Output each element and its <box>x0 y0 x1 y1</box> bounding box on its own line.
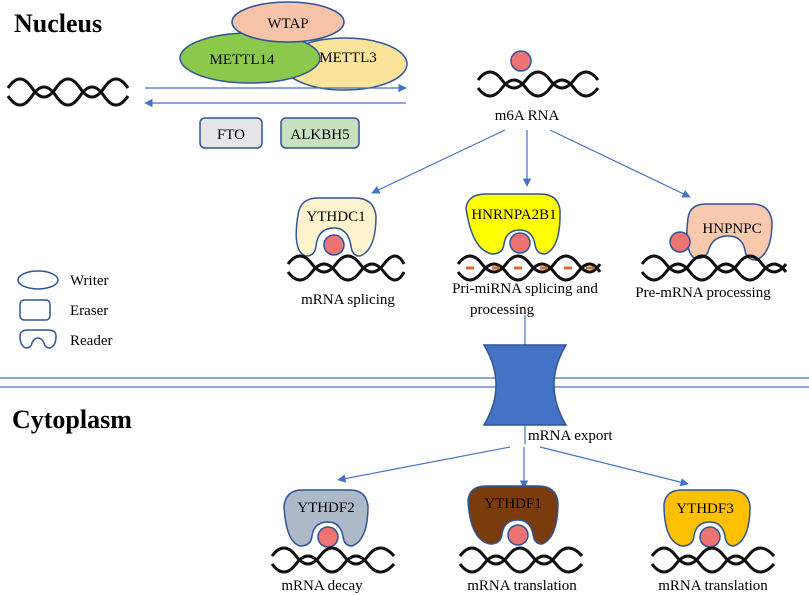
m6a-rna-label: m6A RNA <box>495 108 560 124</box>
ythdf1-function: mRNA translation <box>467 578 577 594</box>
hnrnpa2b1-function-line2: processing <box>470 302 535 318</box>
legend-writer-label: Writer <box>70 273 109 289</box>
legend-eraser-label: Eraser <box>70 303 108 319</box>
ythdf3-rna-strand-b <box>650 554 776 574</box>
ythdf2-label: YTHDF2 <box>297 500 355 516</box>
ythdc1-rna-strand-b <box>286 262 406 282</box>
alkbh5-label: ALKBH5 <box>290 127 349 143</box>
ythdf1-reader-shape <box>467 485 559 545</box>
ythdf3-function: mRNA translation <box>658 578 768 594</box>
hnrnpa2b1-methyl-dot <box>509 232 531 254</box>
ythdf1-rna-strand-b <box>458 554 584 574</box>
hnrnpa2b1-rna-strand-a <box>456 254 602 274</box>
wtap-ellipse <box>231 1 345 43</box>
ythdf2-methyl-dot <box>317 526 339 548</box>
ythdc1-reader-shape <box>295 197 377 257</box>
ythdf3-rna-strand-a <box>650 546 776 566</box>
wtap-label: WTAP <box>267 16 308 32</box>
cytoplasm-title: Cytoplasm <box>12 405 132 434</box>
legend-reader-label: Reader <box>70 333 112 349</box>
arrow-to-ythdc1 <box>371 129 506 194</box>
arrow-to-ythdf2 <box>337 446 511 483</box>
arrow-to-ythdf3 <box>539 446 689 487</box>
ythdf3-methyl-dot <box>699 526 721 548</box>
m6a-rna-strand-b <box>476 78 600 98</box>
fto-box <box>199 117 263 149</box>
legend-eraser-icon <box>19 299 51 321</box>
legend-writer-icon <box>17 270 59 290</box>
ythdf2-rna-strand-a <box>270 546 396 566</box>
ythdf2-rna-strand-b <box>270 554 396 574</box>
legend-reader-icon <box>19 329 57 349</box>
ythdf1-label: YTHDF1 <box>484 496 542 512</box>
hnpnpc-reader-shape <box>686 203 773 261</box>
hnpnpc-rna-strand-b <box>640 262 788 282</box>
hnpnpc-rna-strand-a <box>640 254 788 274</box>
hnpnpc-function: Pre-mRNA processing <box>635 285 771 301</box>
m6a-rna-strand-a <box>476 70 600 90</box>
unmodified-rna-strand-b <box>6 85 130 107</box>
ythdf3-reader-shape <box>663 489 751 547</box>
unmodified-rna-strand-a <box>6 77 130 99</box>
ythdf3-label: YTHDF3 <box>676 501 734 517</box>
ythdc1-label: YTHDC1 <box>306 209 365 225</box>
hnrnpa2b1-function-line1: Pri-miRNA splicing and <box>452 281 598 297</box>
hnrnpa2b1-label: HNRNPA2B1 <box>471 207 556 223</box>
ythdf2-reader-shape <box>283 489 369 547</box>
hnpnpc-label: HNPNPC <box>702 221 761 237</box>
mettl3-label: METTL3 <box>319 50 377 66</box>
ythdc1-methyl-dot <box>323 234 345 256</box>
nucleus-title: Nucleus <box>14 9 102 38</box>
alkbh5-box <box>280 117 360 149</box>
export-label: mRNA export <box>528 428 613 444</box>
hnrnpa2b1-rna-strand-b <box>456 262 602 282</box>
ythdf1-methyl-dot <box>507 524 529 546</box>
hnpnpc-methyl-dot <box>669 231 691 253</box>
mettl14-label: METTL14 <box>210 52 275 68</box>
arrow-to-hnpnpc <box>549 129 691 198</box>
ythdf2-function: mRNA decay <box>281 578 363 594</box>
hnrnpa2b1-reader-shape <box>465 193 561 255</box>
ythdc1-rna-strand-a <box>286 254 406 274</box>
ythdc1-function: mRNA splicing <box>301 292 395 308</box>
fto-label: FTO <box>217 127 245 143</box>
ythdf1-rna-strand-a <box>458 546 584 566</box>
m6a-methyl-dot <box>510 50 532 72</box>
nuclear-pore-icon <box>482 344 568 426</box>
